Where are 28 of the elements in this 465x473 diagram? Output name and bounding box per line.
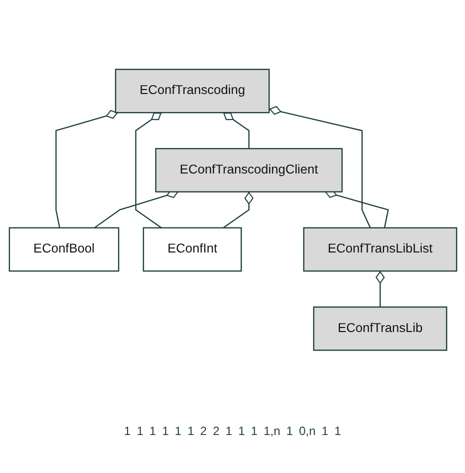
multiplicity-label: 1 [226, 424, 232, 438]
class-box: EConfTranscoding [114, 68, 270, 114]
multiplicity-label: 1,n [264, 424, 280, 438]
class-box: EConfBool [8, 227, 119, 272]
multiplicity-label: 2 [212, 424, 220, 438]
class-box: EConfTranscodingClient [154, 148, 342, 193]
aggregation-line [222, 192, 253, 228]
multiplicity-label: 1 [162, 424, 169, 438]
class-box: EConfInt [142, 227, 242, 272]
multiplicity-label: 1 [149, 424, 156, 438]
aggregation-line [222, 112, 250, 149]
multiplicity-label: 1 [334, 424, 341, 438]
multiplicity-label: 1 [322, 424, 328, 438]
multiplicity-label: 1 [286, 424, 293, 438]
aggregation-line [54, 110, 118, 228]
aggregation-line [134, 112, 162, 228]
multiplicity-label: 1 [124, 424, 131, 438]
multiplicity-label: 0,n [298, 424, 316, 438]
multiplicity-label: 1 [238, 424, 245, 438]
multiplicity-label: 1 [136, 424, 144, 438]
class-box: EConfTransLib [312, 306, 447, 352]
aggregation-line [268, 106, 370, 228]
multiplicity-label: 1 [250, 424, 258, 438]
multiplicity-label: 1 [174, 424, 182, 438]
aggregation-line [375, 271, 384, 308]
multiplicity-label: 1 [187, 424, 194, 438]
class-box: EConfTransLibList [302, 227, 457, 272]
multiplicity-label: 2 [200, 424, 207, 438]
